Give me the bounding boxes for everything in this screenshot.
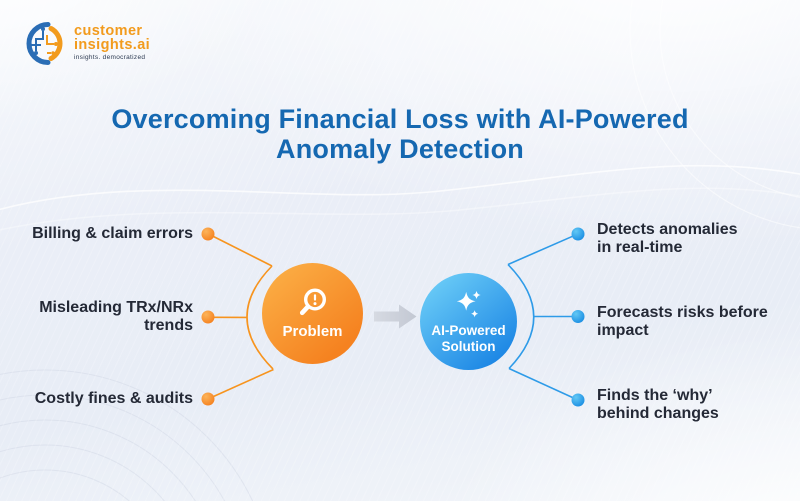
page-title-line1: Overcoming Financial Loss with AI-Powere…	[111, 104, 689, 134]
problem-node: Problem	[262, 263, 363, 364]
page-title-line2: Anomaly Detection	[276, 134, 524, 165]
solution-bullet-dots	[571, 227, 585, 407]
brand-name-line2: insights.ai	[74, 36, 151, 53]
brand-logo-icon	[26, 22, 63, 65]
brand-logo: customer insights.ai insights. democrati…	[22, 20, 150, 67]
problem-item-trends: Misleading TRx/NRx trends	[39, 299, 193, 335]
solution-label: AI-Powered Solution	[431, 322, 506, 354]
brand-name-line1: customer	[74, 23, 143, 39]
problem-item-billing: Billing & claim errors	[32, 225, 193, 242]
magnifier-alert-icon	[299, 288, 326, 316]
solution-item-finds: Finds the ‘why’ behind changes	[597, 387, 719, 423]
page-title: Overcoming Financial Loss with AI-Powere…	[0, 104, 800, 164]
solution-node: AI-Powered Solution	[420, 273, 517, 370]
solution-connectors	[507, 235, 573, 399]
problem-item-fines: Costly fines & audits	[34, 390, 193, 407]
solution-item-forecasts: Forecasts risks before impact	[597, 304, 768, 340]
brand-logo-text: customer insights.ai insights. democrati…	[74, 23, 151, 62]
problem-bullet-dots	[201, 227, 215, 406]
problem-label: Problem	[282, 323, 343, 341]
brand-tagline: insights. democratized	[74, 54, 146, 61]
ai-sparkle-icon	[456, 290, 481, 318]
flow-arrow-icon	[374, 304, 417, 329]
solution-item-detects: Detects anomalies in real-time	[597, 221, 738, 257]
